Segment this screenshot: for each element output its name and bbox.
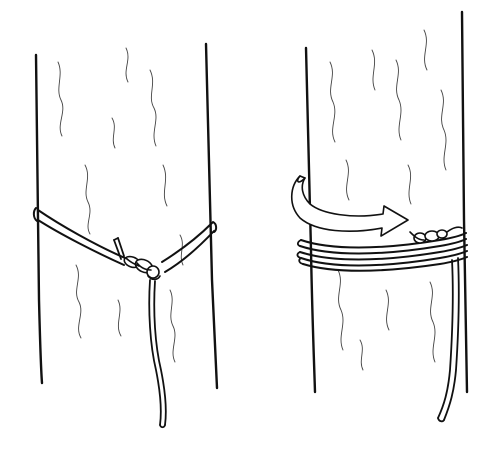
rope-wraps-icon (297, 227, 467, 421)
left-panel (34, 44, 217, 427)
right-panel (292, 12, 467, 421)
rope-hitch-icon (34, 208, 216, 427)
bamboo-trunk-icon (306, 12, 467, 392)
bamboo-trunk-icon (36, 44, 217, 388)
